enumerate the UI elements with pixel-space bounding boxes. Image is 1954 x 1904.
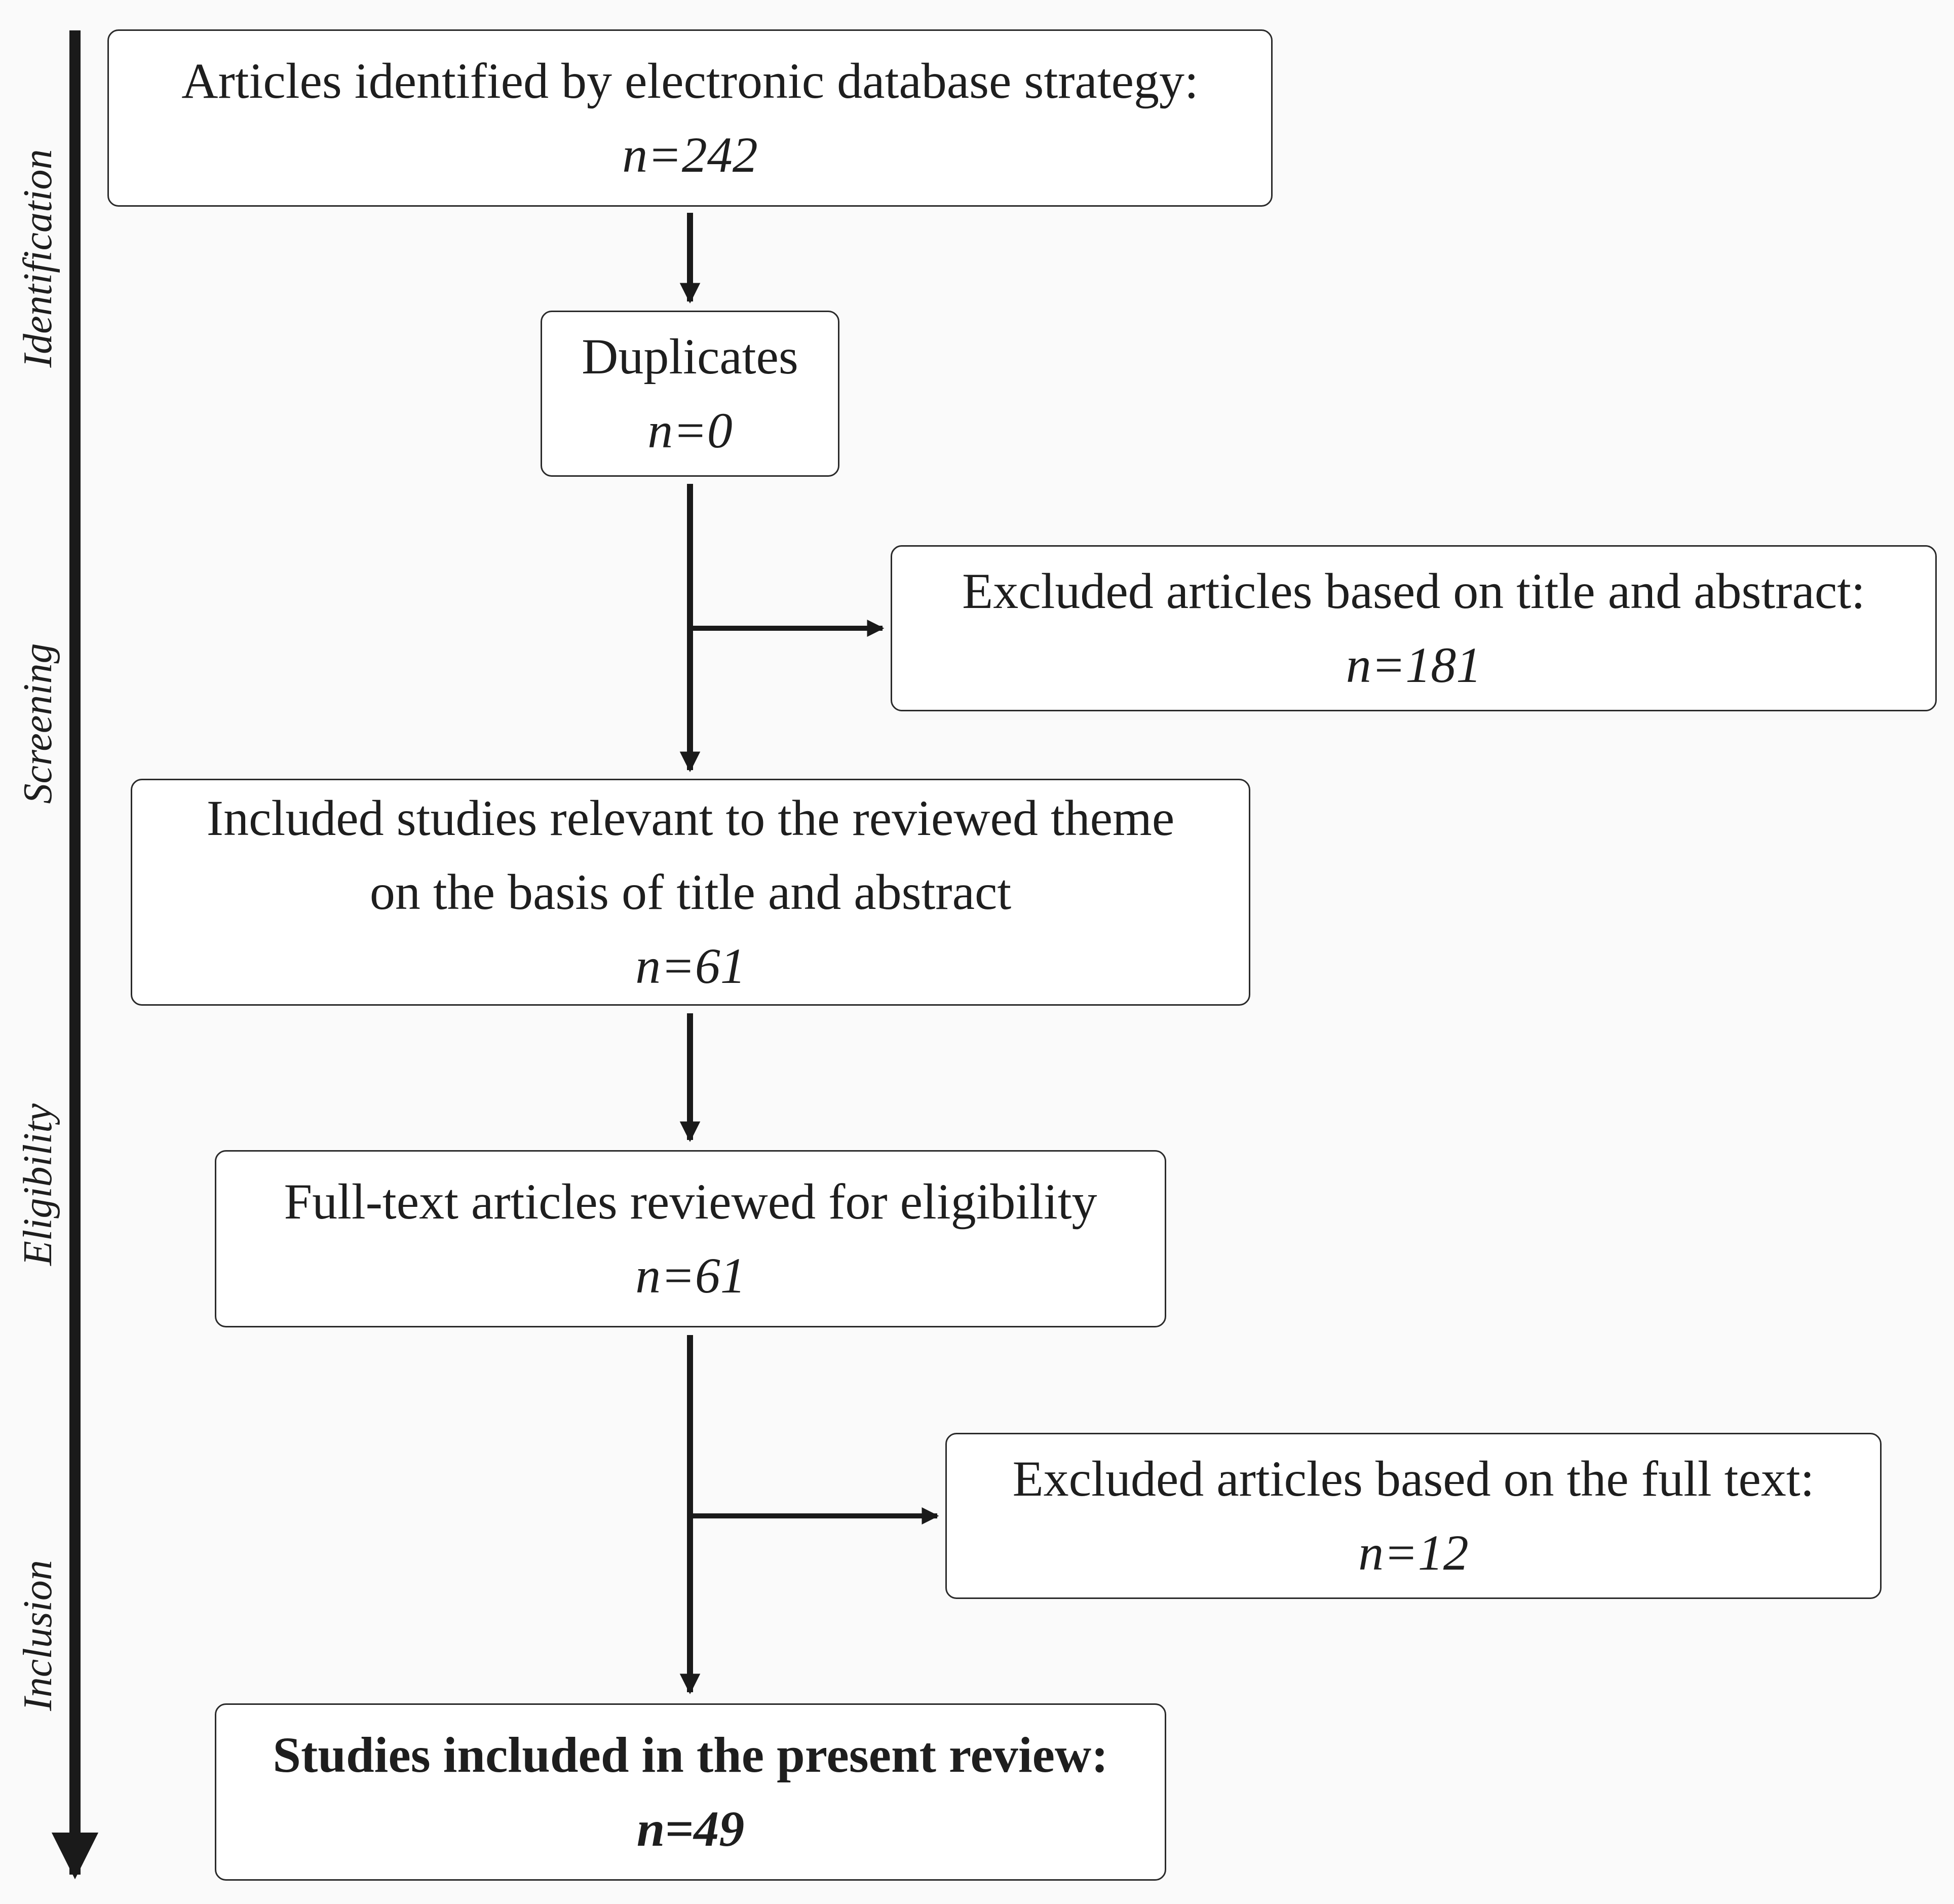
box-full-text-reviewed-count: n=61 [635,1247,746,1304]
box-included-final: Studies included in the present review: … [215,1703,1166,1881]
box-duplicates-count: n=0 [647,402,733,459]
box-duplicates: Duplicates n=0 [541,311,839,477]
box-included-final-label: Studies included in the present review: [273,1727,1108,1783]
stage-label-screening: Screening [16,643,60,804]
box-excluded-title-abstract: Excluded articles based on title and abs… [891,545,1937,711]
stage-label-inclusion: Inclusion [16,1560,60,1711]
box-excluded-full-text: Excluded articles based on the full text… [945,1433,1882,1599]
box-full-text-reviewed: Full-text articles reviewed for eligibil… [215,1150,1166,1327]
stage-label-identification: Identification [16,149,60,368]
box-included-relevant-count: n=61 [635,938,746,994]
box-excluded-title-abstract-count: n=181 [1346,637,1482,693]
box-duplicates-label: Duplicates [582,328,798,385]
box-identified: Articles identified by electronic databa… [107,29,1273,207]
box-excluded-title-abstract-label: Excluded articles based on title and abs… [962,563,1865,619]
box-identified-label: Articles identified by electronic databa… [181,53,1199,109]
box-excluded-full-text-label: Excluded articles based on the full text… [1012,1451,1815,1507]
box-identified-count: n=242 [622,127,758,183]
box-excluded-full-text-count: n=12 [1358,1525,1469,1581]
stage-label-eligibility: Eligibility [16,1103,60,1266]
box-full-text-reviewed-label: Full-text articles reviewed for eligibil… [284,1173,1097,1230]
box-included-final-count: n=49 [636,1801,745,1857]
box-included-relevant-line1: Included studies relevant to the reviewe… [206,790,1175,846]
box-included-relevant: Included studies relevant to the reviewe… [131,779,1250,1006]
box-included-relevant-line2: on the basis of title and abstract [369,864,1012,920]
